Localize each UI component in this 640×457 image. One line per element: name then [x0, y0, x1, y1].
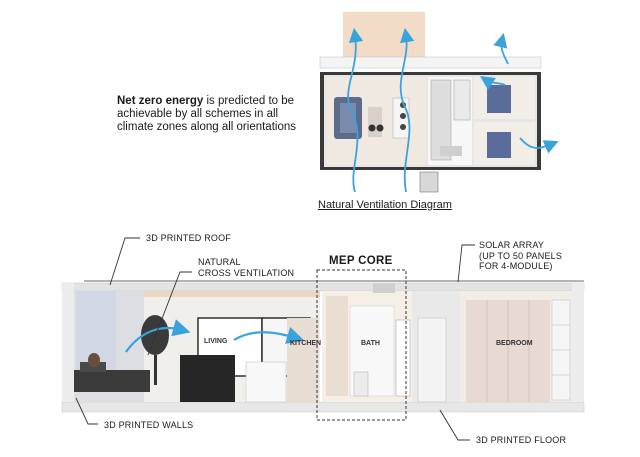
solar-label-line2: (UP TO 50 PANELS: [479, 250, 563, 261]
ventilation-arrows-section: [125, 319, 305, 353]
ventilation-label: NATURAL CROSS VENTILATION: [198, 257, 294, 278]
walls-label: 3D PRINTED WALLS: [104, 420, 194, 430]
roof-label: 3D PRINTED ROOF: [146, 233, 232, 243]
mep-core-outline: [316, 269, 407, 421]
ventilation-label-line1: NATURAL: [198, 257, 241, 267]
intro-rest: is predicted to be achievable by all sch…: [117, 95, 296, 133]
ventilation-arrows-plan: [347, 27, 559, 193]
room-label-kitchen: KITCHEN: [290, 340, 322, 347]
solar-label: SOLAR ARRAY (UP TO 50 PANELS FOR 4-MODUL…: [479, 240, 562, 272]
solar-label-line1: SOLAR ARRAY: [479, 240, 545, 250]
room-label-bedroom: BEDROOM: [496, 340, 533, 347]
solar-label-line3: FOR 4-MODULE): [479, 261, 553, 271]
plan-caption: Natural Ventilation Diagram: [318, 199, 452, 211]
leader-lines: [75, 237, 475, 441]
ventilation-label-line2: CROSS VENTILATION: [198, 267, 295, 278]
floor-label: 3D PRINTED FLOOR: [476, 435, 567, 445]
intro-text: Net zero energy is predicted to be achie…: [117, 95, 297, 134]
mep-core-label: MEP CORE: [329, 255, 393, 267]
intro-bold: Net zero energy: [117, 95, 204, 107]
room-label-bath: BATH: [361, 340, 380, 347]
room-label-living: LIVING: [204, 338, 228, 345]
